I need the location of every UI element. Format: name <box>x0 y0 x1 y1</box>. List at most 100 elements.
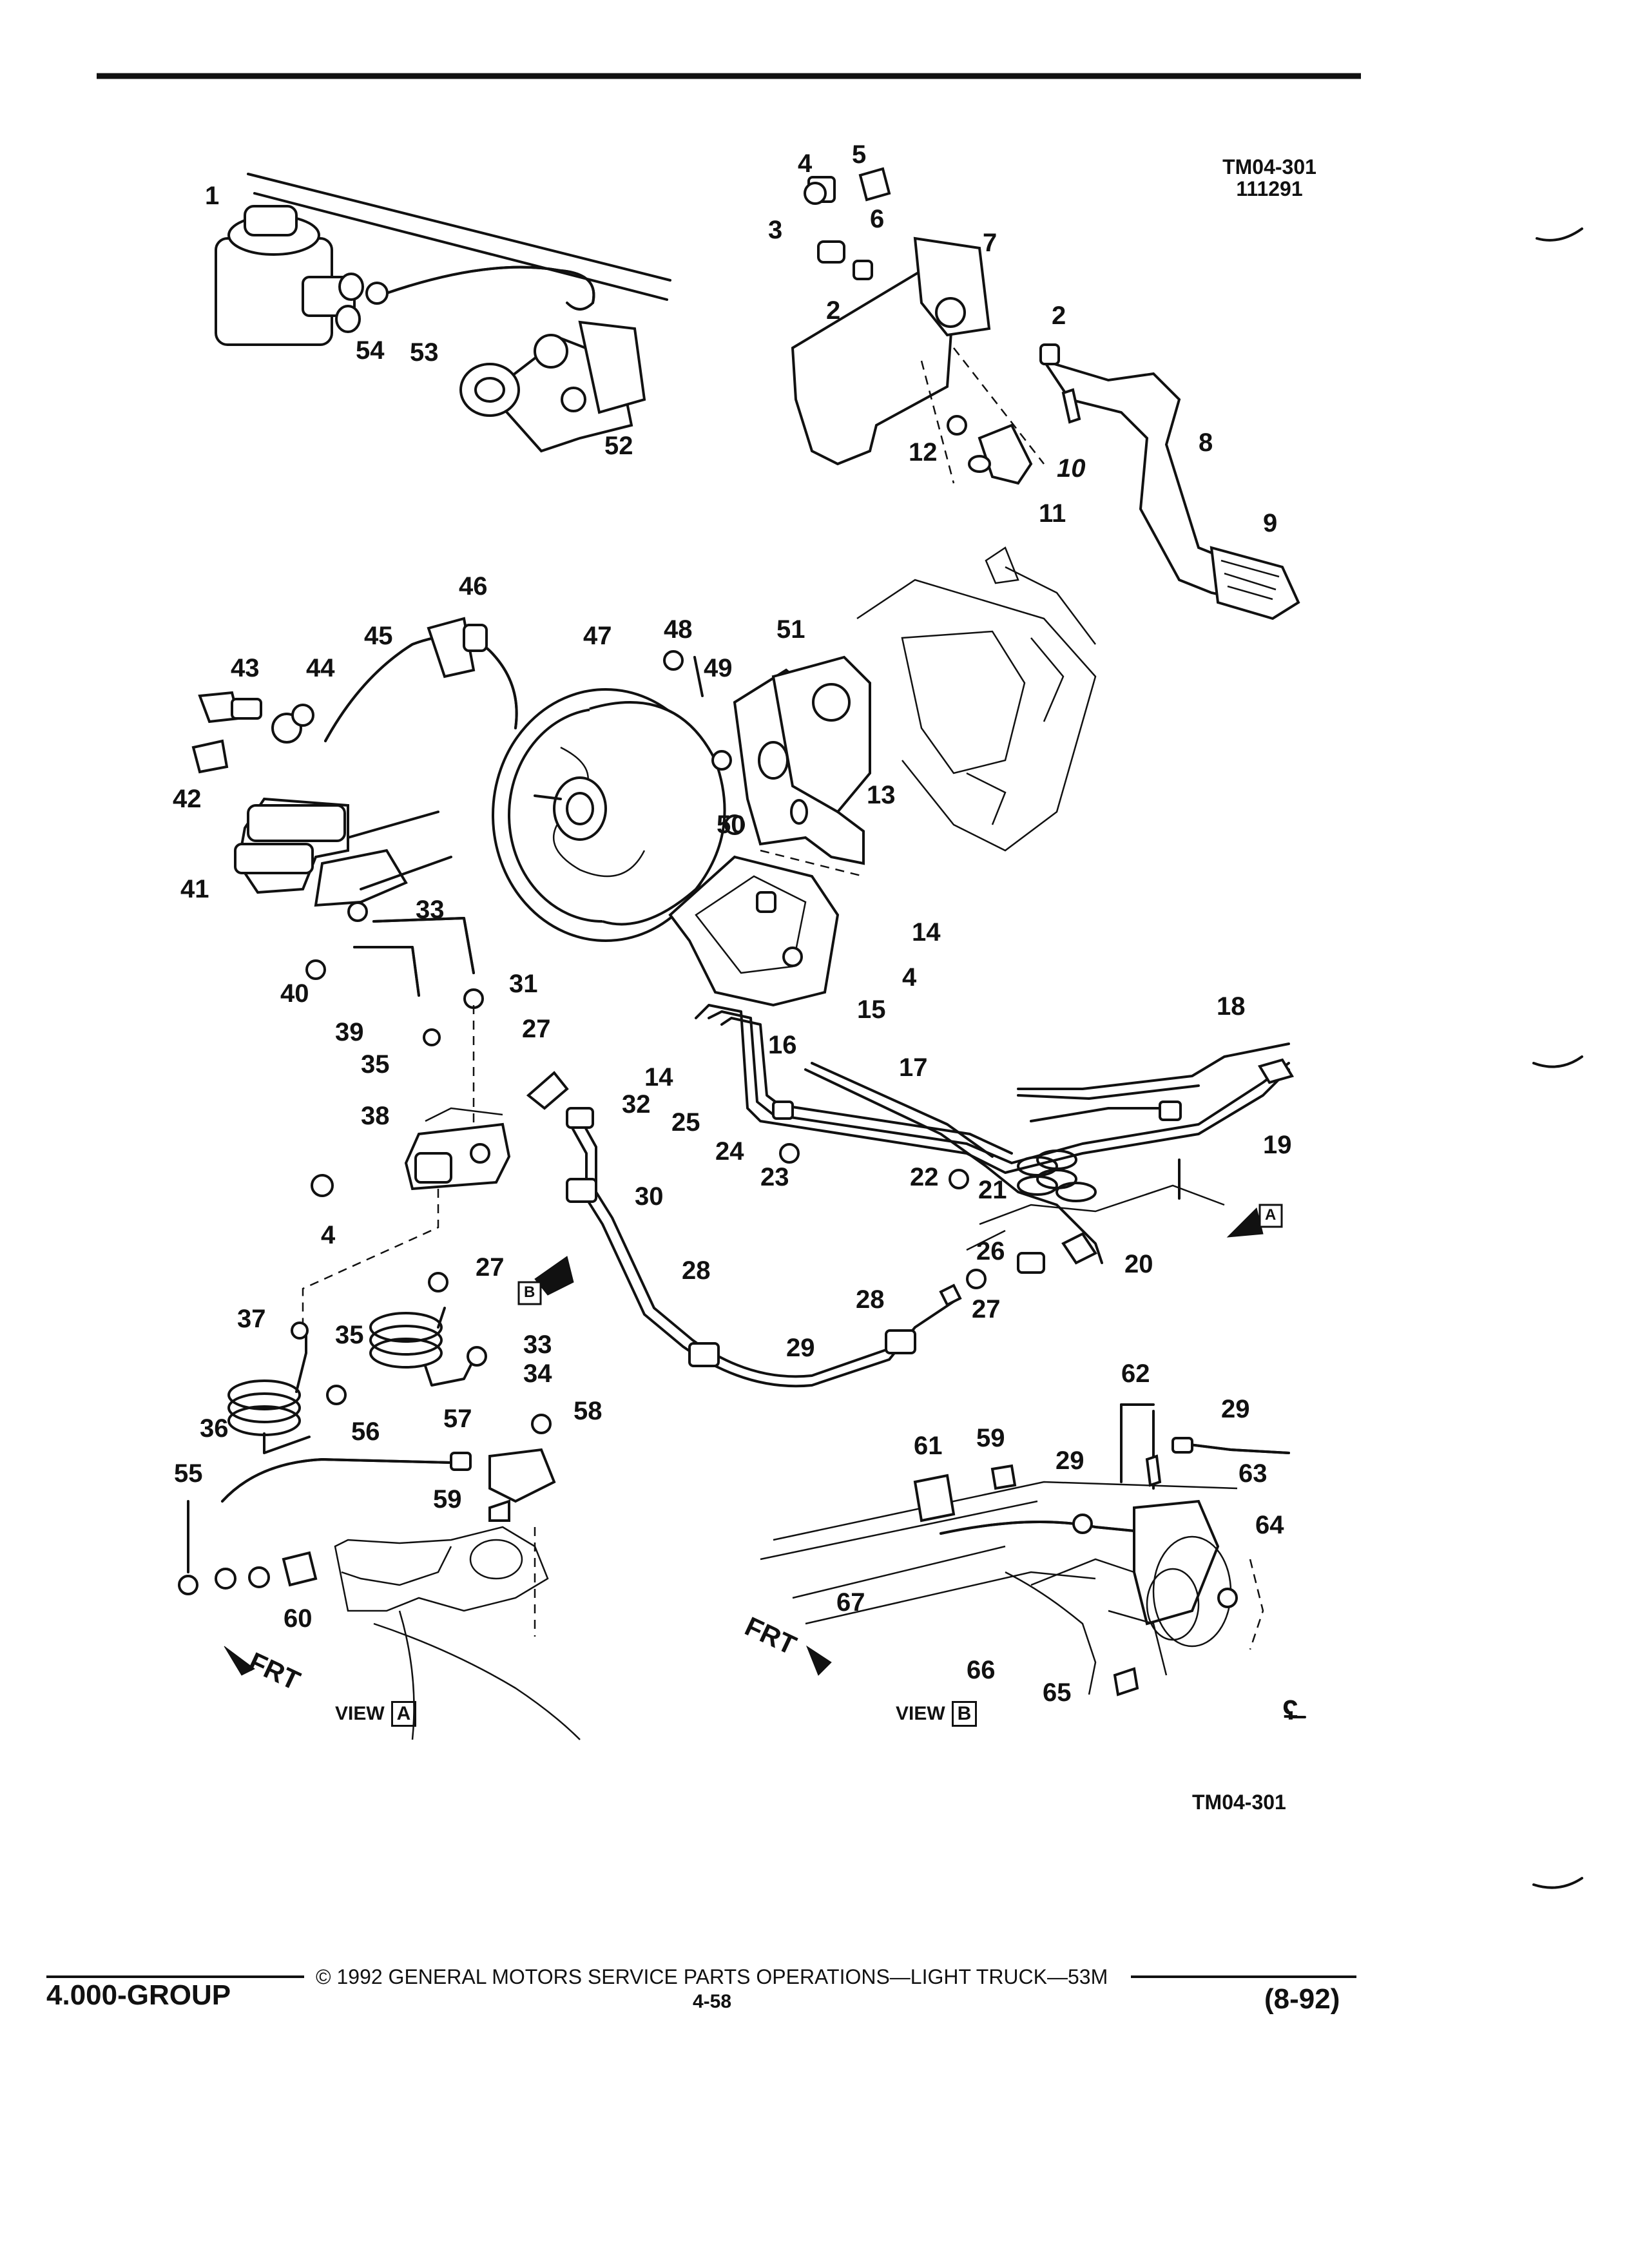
footer-group: 4.000-GROUP <box>46 1979 231 2011</box>
callout-33: 33 <box>416 896 445 924</box>
footer-rule-right <box>1131 1975 1356 1978</box>
pedal-box-15 <box>668 849 864 1007</box>
footer-copyright: © 1992 GENERAL MOTORS SERVICE PARTS OPER… <box>316 1965 1108 1988</box>
callout-24: 24 <box>715 1137 744 1166</box>
footer-rule-left <box>46 1975 304 1978</box>
callout-40: 40 <box>280 979 309 1008</box>
callout-56: 56 <box>351 1418 380 1446</box>
callout-28b: 28 <box>856 1285 885 1314</box>
corner-symbol: ʢ <box>1282 1695 1298 1726</box>
callout-46: 46 <box>459 572 488 601</box>
callout-30: 30 <box>635 1182 664 1211</box>
callout-67: 67 <box>836 1588 865 1617</box>
callout-66: 66 <box>967 1656 996 1684</box>
callout-31: 31 <box>509 970 538 998</box>
callout-4b: 4 <box>902 963 917 992</box>
callout-34: 34 <box>523 1360 552 1388</box>
callout-3: 3 <box>768 216 783 244</box>
hose-53 <box>365 265 595 311</box>
view-b-text: VIEW <box>896 1703 945 1724</box>
callout-18: 18 <box>1217 992 1246 1021</box>
pedal-bracket <box>791 167 1045 484</box>
callout-37: 37 <box>237 1305 266 1333</box>
callout-59b: 59 <box>433 1485 462 1514</box>
callout-26: 26 <box>976 1237 1005 1265</box>
callout-55: 55 <box>174 1459 203 1488</box>
callout-6: 6 <box>870 205 885 233</box>
view-a-box: A <box>390 1701 417 1727</box>
callout-5: 5 <box>852 140 867 169</box>
callout-29: 29 <box>786 1334 815 1362</box>
callout-13: 13 <box>867 781 896 809</box>
callout-38: 38 <box>361 1102 390 1130</box>
callout-53: 53 <box>410 338 439 367</box>
ref-code: TM04-301 <box>1222 155 1316 178</box>
footer-page-number: 4-58 <box>693 1991 732 2012</box>
callout-22: 22 <box>910 1163 939 1191</box>
callout-20: 20 <box>1124 1250 1153 1278</box>
callout-48: 48 <box>664 615 693 644</box>
callout-58: 58 <box>574 1397 602 1425</box>
proportioning-valve-38 <box>302 1005 569 1327</box>
callout-62: 62 <box>1121 1360 1150 1388</box>
callout-35b: 35 <box>335 1321 364 1349</box>
callout-54: 54 <box>356 336 385 365</box>
callout-32: 32 <box>622 1090 651 1119</box>
callout-51: 51 <box>776 615 805 644</box>
callout-33b: 33 <box>523 1331 552 1359</box>
callout-4: 4 <box>798 149 813 178</box>
view-a-drawing <box>178 1414 581 1740</box>
callout-2: 2 <box>826 296 841 325</box>
bracket-13-51 <box>663 650 871 865</box>
callout-49: 49 <box>704 654 733 682</box>
callout-7: 7 <box>983 229 998 257</box>
margin-mark <box>1536 227 1583 242</box>
view-b-label: VIEW B <box>896 1701 978 1727</box>
callout-21: 21 <box>978 1176 1007 1204</box>
hydroboost-pump-52 <box>459 320 646 453</box>
callout-60: 60 <box>284 1604 313 1633</box>
callout-64: 64 <box>1255 1511 1284 1539</box>
corner-symbol-shape <box>1284 1706 1306 1718</box>
callout-17: 17 <box>899 1053 928 1082</box>
small-parts-42-44 <box>191 691 314 774</box>
callout-16: 16 <box>768 1031 797 1059</box>
callout-50: 50 <box>717 811 746 839</box>
ref-marker-b: B <box>524 1283 535 1301</box>
callout-47: 47 <box>583 622 612 650</box>
margin-mark <box>1532 1877 1583 1889</box>
callout-65: 65 <box>1043 1678 1072 1707</box>
callout-59: 59 <box>976 1424 1005 1452</box>
callout-8: 8 <box>1199 428 1213 457</box>
master-cylinder-41 <box>234 797 452 907</box>
callout-14b: 14 <box>644 1063 673 1091</box>
callout-12: 12 <box>909 438 938 466</box>
callout-10: 10 <box>1057 454 1086 483</box>
callout-25: 25 <box>671 1108 700 1137</box>
ref-marker-a: A <box>1265 1206 1277 1224</box>
callout-11: 11 <box>1039 499 1066 528</box>
reservoir-group <box>215 173 671 346</box>
ref-number: 111291 <box>1236 177 1303 200</box>
frame-lines-16-25 <box>695 1004 1295 1289</box>
header-ref: TM04-301 111291 <box>1211 156 1327 200</box>
firewall-background <box>856 546 1097 852</box>
footer-date-code: (8-92) <box>1264 1983 1340 2015</box>
callout-9: 9 <box>1263 509 1278 537</box>
callout-44: 44 <box>306 654 335 682</box>
view-b-drawing <box>760 1403 1290 1696</box>
callout-29c: 29 <box>1055 1446 1084 1475</box>
margin-mark <box>1532 1055 1583 1068</box>
coil-lines-34-36 <box>227 1307 487 1454</box>
brake-lines-31-39 <box>305 901 484 1046</box>
callout-19: 19 <box>1263 1131 1292 1159</box>
callout-63: 63 <box>1239 1459 1268 1488</box>
callout-23: 23 <box>760 1163 789 1191</box>
view-b-box: B <box>951 1701 978 1727</box>
callout-27c: 27 <box>972 1295 1001 1323</box>
callout-28: 28 <box>682 1256 711 1285</box>
view-a-text: VIEW <box>335 1703 385 1724</box>
view-ref-arrows <box>517 1204 1283 1305</box>
